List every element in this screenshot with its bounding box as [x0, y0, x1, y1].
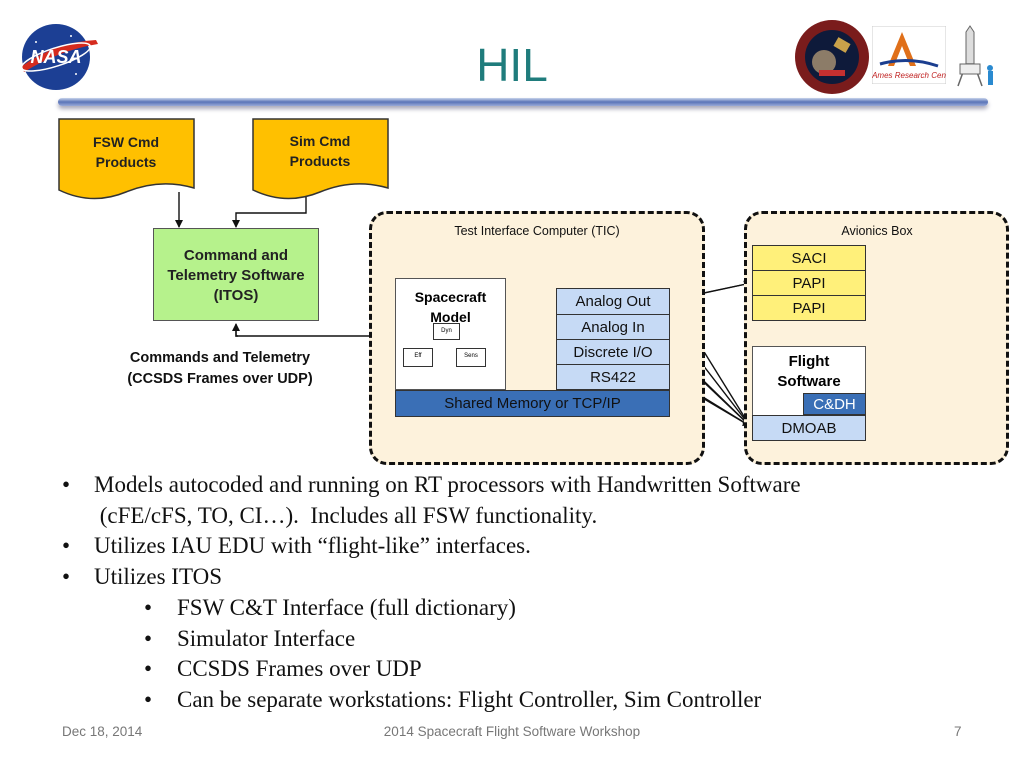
mission-patch-logo: [795, 20, 869, 94]
commands-telemetry-line2: (CCSDS Frames over UDP): [127, 371, 313, 387]
bullet-text-continued: (cFE/cFS, TO, CI…). Includes all FSW fun…: [94, 502, 598, 528]
itos-label-line3: (ITOS): [213, 287, 259, 304]
bullet-item: • Utilizes IAU EDU with “flight-like” in…: [58, 531, 801, 562]
bullet-text: Can be separate workstations: Flight Con…: [177, 686, 762, 712]
svg-text:NASA: NASA: [30, 47, 81, 67]
slide-title: HIL: [476, 39, 548, 91]
bullet-text: FSW C&T Interface (full dictionary): [177, 594, 516, 620]
dyn-block: Dyn: [433, 323, 460, 340]
sens-block: Sens: [456, 348, 486, 367]
itos-label-line1: Command and: [183, 247, 289, 264]
discrete-io-interface: Discrete I/O: [556, 339, 670, 365]
bullet-item: • Utilizes ITOS: [58, 562, 801, 593]
bullet-marker: •: [62, 533, 71, 559]
flight-software-line2: Software: [777, 373, 841, 390]
bullet-text: Simulator Interface: [177, 625, 356, 651]
bullet-marker: •: [144, 656, 153, 682]
sim-cmd-products-document: Sim Cmd Products: [252, 118, 389, 200]
bullet-text: Utilizes ITOS: [94, 564, 222, 590]
bullet-item: • Models autocoded and running on RT pro…: [58, 470, 801, 531]
eff-block: Eff: [403, 348, 433, 367]
footer-date: Dec 18, 2014: [62, 724, 143, 739]
svg-text:Ames Research Cen: Ames Research Cen: [872, 71, 946, 80]
papi-card-1: PAPI: [752, 270, 866, 296]
analog-out-interface: Analog Out: [556, 288, 670, 315]
flight-software-line1: Flight: [788, 353, 830, 370]
bullet-marker: •: [62, 472, 71, 497]
saci-card: SACI: [752, 245, 866, 271]
title-underline: [58, 98, 988, 106]
sub-bullet-item: • Can be separate workstations: Flight C…: [58, 685, 801, 716]
bullet-marker: •: [144, 686, 153, 712]
page-number: 7: [954, 724, 962, 739]
dmoab-block: DMOAB: [752, 415, 866, 441]
bullet-marker: •: [62, 564, 71, 590]
sub-bullet-item: • CCSDS Frames over UDP: [58, 654, 801, 685]
analog-in-interface: Analog In: [556, 314, 670, 340]
flight-software-label: Flight Software: [752, 352, 866, 392]
rs422-interface: RS422: [556, 364, 670, 390]
spacecraft-model-line2: Model: [430, 309, 471, 325]
sub-bullet-item: • Simulator Interface: [58, 624, 801, 655]
sim-cmd-label-line2: Products: [289, 153, 351, 169]
bullet-text: Utilizes IAU EDU with “flight-like” inte…: [94, 533, 531, 559]
fsw-cmd-products-document: FSW Cmd Products: [58, 118, 195, 200]
shared-memory-bar: Shared Memory or TCP/IP: [395, 390, 670, 417]
ames-research-center-logo: Ames Research Cen: [872, 26, 946, 84]
commands-telemetry-label: Commands and Telemetry (CCSDS Frames ove…: [100, 348, 340, 390]
bullet-text: CCSDS Frames over UDP: [177, 656, 422, 682]
avionics-title: Avionics Box: [841, 224, 913, 238]
footer-title: 2014 Spacecraft Flight Software Workshop: [383, 724, 641, 739]
fsw-cmd-label-line1: FSW Cmd: [92, 134, 160, 150]
cdh-block: C&DH: [803, 393, 866, 415]
sim-cmd-label-line1: Sim Cmd: [289, 133, 351, 149]
bullet-marker: •: [144, 594, 153, 620]
bullet-text: Models autocoded and running on RT proce…: [94, 472, 801, 497]
spacecraft-model-line1: Spacecraft: [414, 289, 487, 305]
fsw-cmd-label-line2: Products: [95, 154, 157, 170]
commands-telemetry-line1: Commands and Telemetry: [129, 350, 311, 366]
itos-label-line2: Telemetry Software: [167, 267, 305, 284]
nasa-logo: NASA: [20, 24, 98, 90]
sub-bullet-item: • FSW C&T Interface (full dictionary): [58, 593, 801, 624]
bullet-list: • Models autocoded and running on RT pro…: [58, 470, 801, 716]
papi-card-2: PAPI: [752, 295, 866, 321]
spacecraft-model-label: Spacecraft Model: [395, 287, 506, 327]
bullet-marker: •: [144, 625, 153, 651]
itos-box: Command and Telemetry Software (ITOS): [153, 228, 319, 321]
tic-title: Test Interface Computer (TIC): [454, 224, 620, 238]
lander-logo: [957, 25, 993, 87]
